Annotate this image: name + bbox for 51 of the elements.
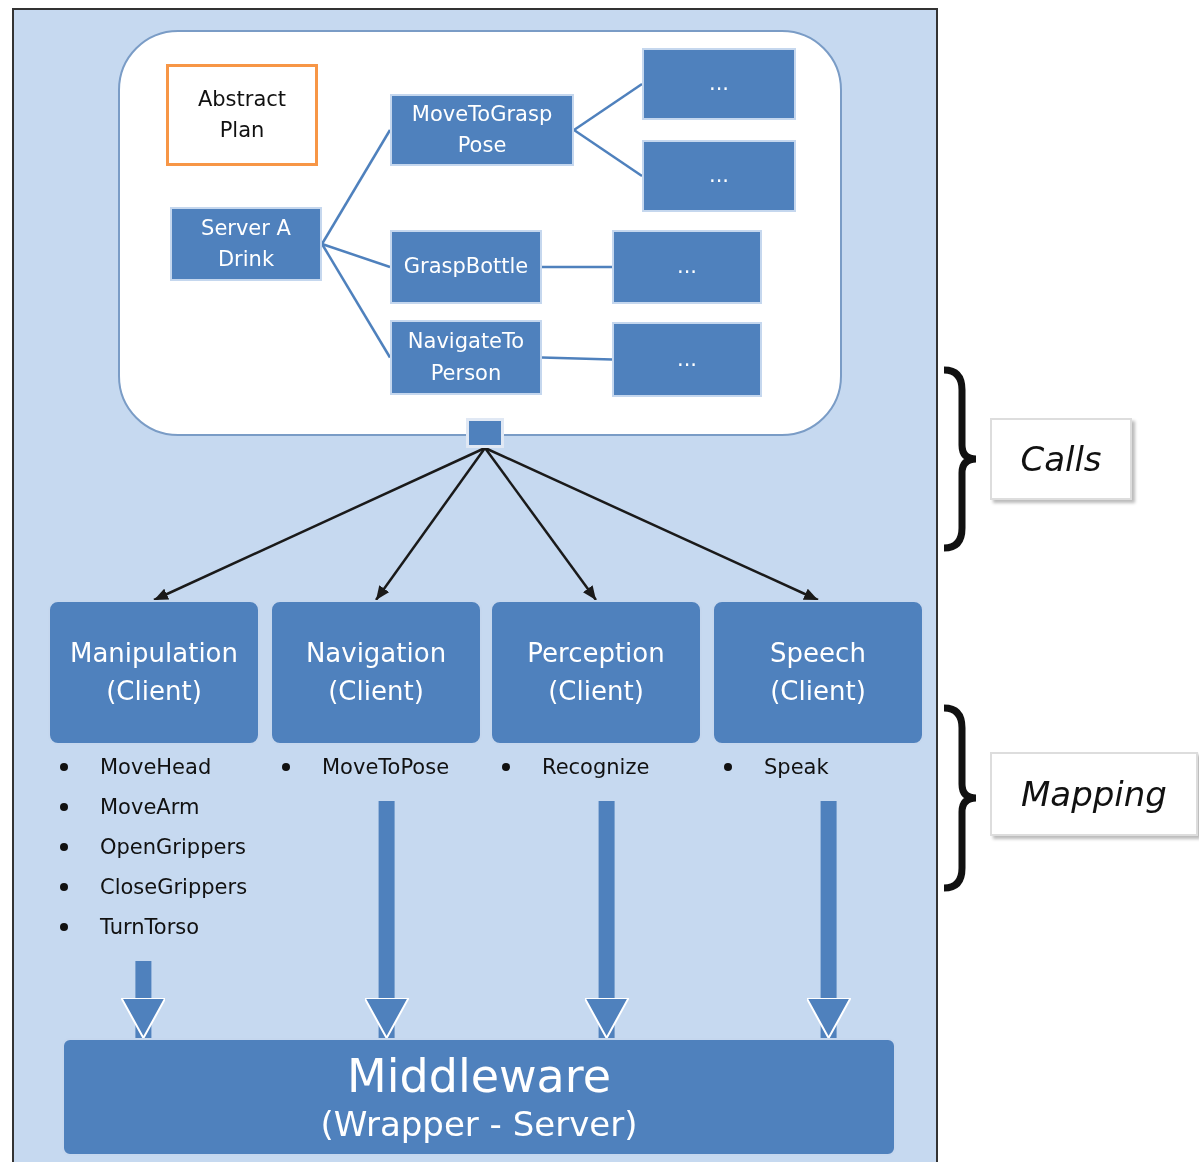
list-item: Recognize [542,754,650,781]
task-box [390,230,542,304]
task-box [170,207,322,281]
node-label: MoveToGrasp Pose [410,100,554,159]
task-box [390,94,574,166]
node-label: Middleware [347,1049,611,1105]
node-label: Server A Drink [200,214,292,273]
node-label: Abstract Plan [196,85,288,144]
node-label: Calls [1020,437,1102,481]
middleware-box [62,1038,896,1156]
plan-box [166,64,318,166]
connector-line [573,128,643,178]
list-item: MoveHead [100,754,212,781]
connector-line [541,356,613,361]
node-label: Perception (Client) [526,636,666,708]
node-label: ... [709,162,729,190]
client-box [712,600,924,745]
client-box [270,600,482,745]
node-label: NavigateTo Person [406,328,526,387]
task-box [642,48,796,120]
list-item: MoveToPose [322,754,450,781]
node-label: GraspBottle [403,253,529,281]
callout-box [990,418,1132,500]
client-box [48,600,260,745]
node-label: (Wrapper - Server) [320,1104,638,1145]
list-item: Speak [764,754,829,781]
node-label: ... [677,345,697,373]
callout-box [990,752,1198,836]
node-label: Mapping [1021,772,1167,816]
task-box [612,322,762,397]
task-box [390,320,542,395]
client-box [490,600,702,745]
connector-line [321,242,391,269]
list-item: TurnTorso [100,914,200,941]
list-item: OpenGrippers [100,834,246,861]
node-label: Manipulation (Client) [69,636,239,708]
node-label: Navigation (Client) [304,636,448,708]
task-box [642,140,796,212]
arrow [375,447,486,601]
arrow [484,446,819,602]
node-label: ... [709,70,729,98]
arrow [484,447,597,601]
list-item: MoveArm [100,794,200,821]
node-label: Speech (Client) [769,636,867,708]
task-box [612,230,762,304]
list-item: CloseGrippers [100,874,248,901]
arrow [153,446,486,602]
node-label: ... [677,253,697,281]
connector-square [466,418,504,448]
connector-line [542,265,612,269]
connector-line [573,82,643,132]
